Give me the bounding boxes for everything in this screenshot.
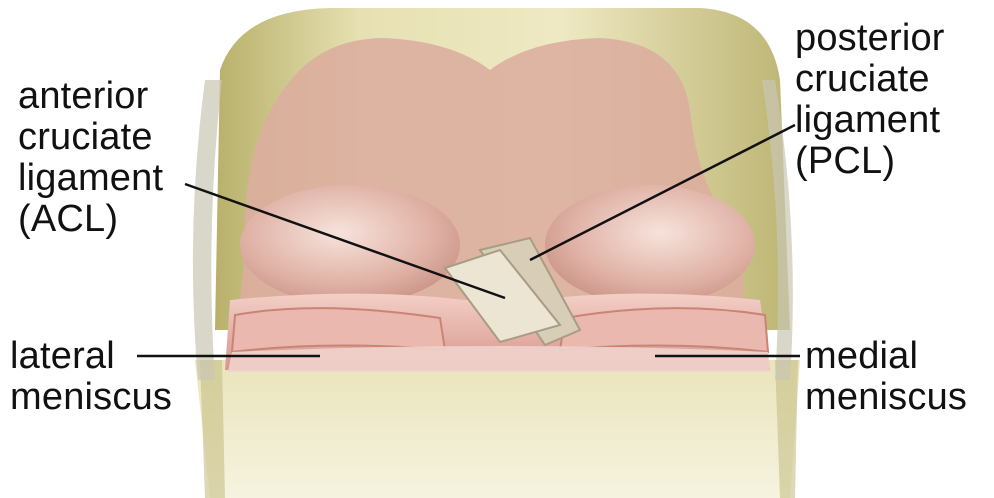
acl-label-line-3: ligament	[18, 158, 163, 199]
lateral-meniscus-label-line-1: lateral	[10, 336, 172, 377]
medial-meniscus-shape	[560, 308, 768, 352]
pcl-label-line-2: cruciate	[795, 59, 945, 100]
pcl-label-line-3: ligament	[795, 100, 945, 141]
lateral-femoral-condyle	[240, 185, 460, 305]
pcl-label-line-1: posterior	[795, 18, 945, 59]
medial-meniscus-label: medial meniscus	[805, 336, 967, 418]
acl-label-line-1: anterior	[18, 76, 163, 117]
acl-label-line-2: cruciate	[18, 117, 163, 158]
lateral-meniscus-label-line-2: meniscus	[10, 377, 172, 418]
lateral-meniscus-shape	[232, 308, 445, 352]
medial-femoral-condyle	[545, 185, 755, 305]
lateral-meniscus-label: lateral meniscus	[10, 336, 172, 418]
medial-meniscus-label-line-1: medial	[805, 336, 967, 377]
acl-label: anterior cruciate ligament (ACL)	[18, 76, 163, 240]
medial-meniscus-label-line-2: meniscus	[805, 377, 967, 418]
pcl-label: posterior cruciate ligament (PCL)	[795, 18, 945, 182]
acl-label-line-4: (ACL)	[18, 199, 163, 240]
tibia	[195, 360, 800, 498]
pcl-label-line-4: (PCL)	[795, 141, 945, 182]
